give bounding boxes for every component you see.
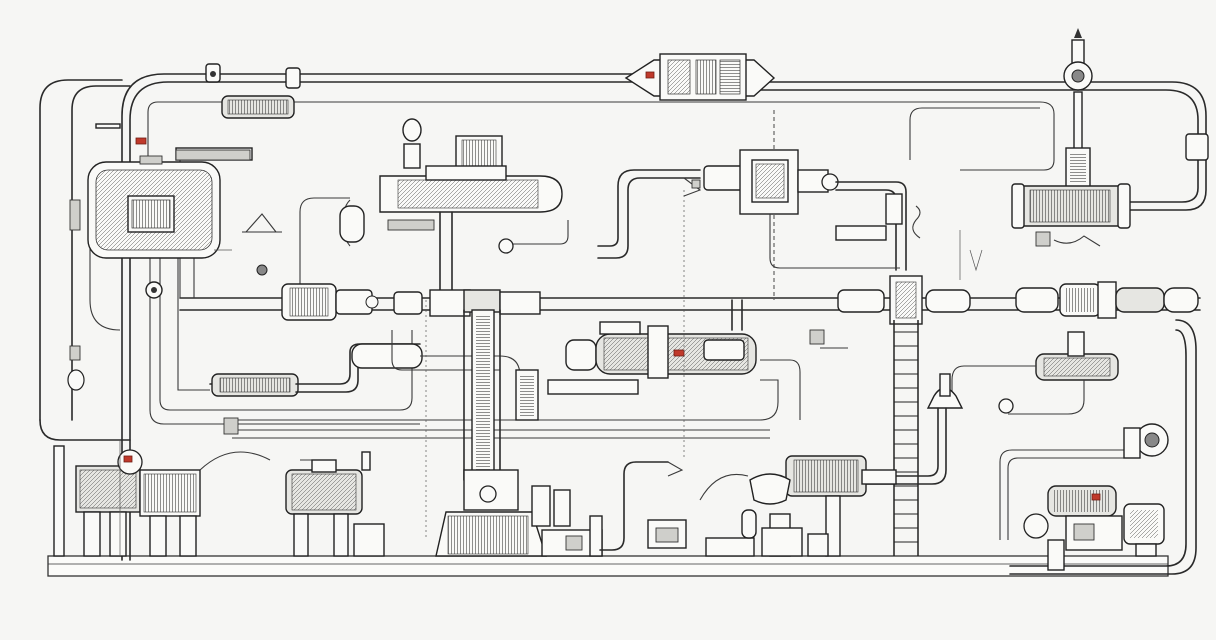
outer-pipe-loop <box>39 73 1207 575</box>
pump-housing <box>809 329 1119 485</box>
guide-lines <box>119 190 983 556</box>
control-cabinet <box>67 137 253 391</box>
right-machine-cluster <box>999 423 1169 571</box>
lower-valve-machine <box>599 455 897 557</box>
central-tower <box>435 309 603 557</box>
gear-machine <box>285 451 385 557</box>
right-column-assembly <box>1011 28 1209 247</box>
annotation-marks <box>175 149 887 276</box>
base-platform <box>47 555 1169 577</box>
top-left-fittings <box>95 63 301 129</box>
cabinet-drops <box>89 240 420 425</box>
upper-manifold <box>147 101 1055 171</box>
central-boiler <box>299 118 563 297</box>
trunk-fittings <box>281 275 1199 325</box>
pressure-tank <box>515 299 801 421</box>
ladder <box>893 320 919 556</box>
walking-robot <box>53 445 320 557</box>
top-reactor-vessel <box>624 53 776 300</box>
valve-assembly <box>597 149 921 271</box>
